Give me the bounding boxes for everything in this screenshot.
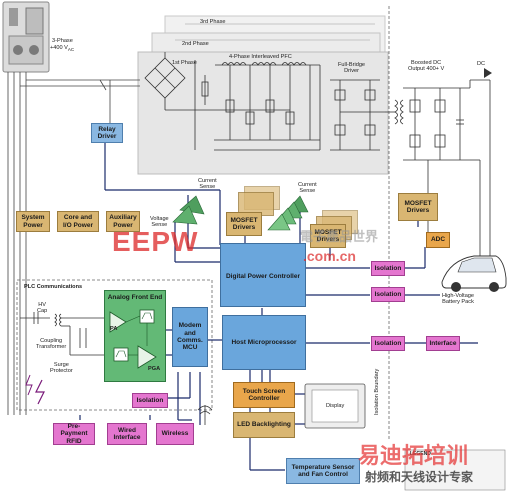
full-bridge-stage bbox=[330, 79, 385, 151]
dc-label: DC bbox=[477, 61, 486, 67]
dc-arrow-icon bbox=[484, 68, 492, 78]
plc-title: PLC Communications bbox=[24, 284, 83, 290]
lightning-icon bbox=[35, 379, 45, 405]
input-label: 3-Phase bbox=[52, 38, 73, 44]
isolation-block-1[interactable]: Isolation bbox=[371, 261, 405, 276]
antenna-icon bbox=[197, 405, 213, 425]
led-backlighting-block[interactable]: LED Backlighting bbox=[233, 412, 295, 438]
car-icon bbox=[441, 255, 507, 292]
auxiliary-power-block[interactable]: Auxiliary Power bbox=[106, 211, 140, 232]
adc-block[interactable]: ADC bbox=[426, 232, 450, 248]
input-voltage-label: +400 VAC bbox=[50, 45, 75, 53]
outlet-plug2-icon bbox=[29, 45, 39, 55]
isolation-block-3[interactable]: Isolation bbox=[371, 336, 405, 351]
system-power-block[interactable]: System Power bbox=[16, 211, 50, 232]
outlet-plug-icon bbox=[13, 45, 23, 55]
mosfet-drivers-block-2[interactable]: MOSFET Drivers bbox=[310, 224, 346, 248]
input-lines bbox=[7, 72, 140, 415]
host-microprocessor-block[interactable]: Host Microprocessor bbox=[222, 315, 306, 370]
pga-label-front: PGA bbox=[148, 366, 161, 372]
touch-screen-controller-block[interactable]: Touch Screen Controller bbox=[233, 382, 295, 408]
temperature-fan-block[interactable]: Temperature Sensor and Fan Control bbox=[286, 458, 360, 484]
watermark-cn: 電子產品世界 bbox=[300, 230, 379, 245]
bridge-rectifier bbox=[144, 52, 290, 150]
watermark-brand: 易迪拓培训 bbox=[358, 443, 469, 468]
pre-payment-rfid-block[interactable]: Pre-Payment RFID bbox=[53, 423, 95, 445]
plc-analog-wiring bbox=[20, 312, 105, 356]
phase2-label: 2nd Phase bbox=[182, 41, 209, 47]
pfc-label: 4-Phase Interleaved PFC bbox=[229, 54, 292, 60]
watermark-site: .com.cn bbox=[303, 248, 356, 264]
lightning2-icon bbox=[25, 374, 33, 396]
pfc-stage bbox=[214, 62, 321, 151]
core-io-power-block[interactable]: Core and I/O Power bbox=[57, 211, 99, 232]
wired-interface-block[interactable]: Wired Interface bbox=[107, 423, 147, 445]
isolation-boundary-label: Isolation Boundary bbox=[374, 368, 380, 415]
phase3-label: 3rd Phase bbox=[200, 19, 226, 25]
pa-label-front: PA bbox=[110, 326, 118, 332]
digital-power-controller-block[interactable]: Digital Power Controller bbox=[220, 243, 306, 307]
watermark-eepw: EEPW bbox=[112, 226, 199, 257]
mosfet-drivers-block-1[interactable]: MOSFET Drivers bbox=[226, 212, 262, 236]
current-sense-icons bbox=[172, 195, 309, 231]
interface-block[interactable]: Interface bbox=[426, 336, 460, 351]
legend-box bbox=[404, 449, 506, 491]
legend-label: LEGEND bbox=[410, 451, 431, 457]
phase-sheet-hints bbox=[175, 23, 375, 41]
isolation-block-4[interactable]: Isolation bbox=[132, 393, 168, 408]
phase1-label: 1st Phase bbox=[172, 60, 197, 66]
watermark-brand-sub: 射频和天线设计专家 bbox=[365, 470, 474, 484]
display-label: Display bbox=[326, 403, 345, 409]
modem-mcu-block[interactable]: Modem and Comms. MCU bbox=[172, 307, 208, 367]
mosfet-drivers-block-3[interactable]: MOSFET Drivers bbox=[398, 193, 438, 221]
plc-frame bbox=[16, 279, 213, 411]
display-screen bbox=[311, 389, 359, 423]
outlet-socket-icon bbox=[9, 8, 18, 26]
relay-driver-block[interactable]: Relay Driver bbox=[91, 123, 123, 143]
outlet-meter-icon bbox=[25, 7, 44, 35]
wireless-block[interactable]: Wireless bbox=[156, 423, 194, 445]
isolation-block-2[interactable]: Isolation bbox=[371, 287, 405, 302]
